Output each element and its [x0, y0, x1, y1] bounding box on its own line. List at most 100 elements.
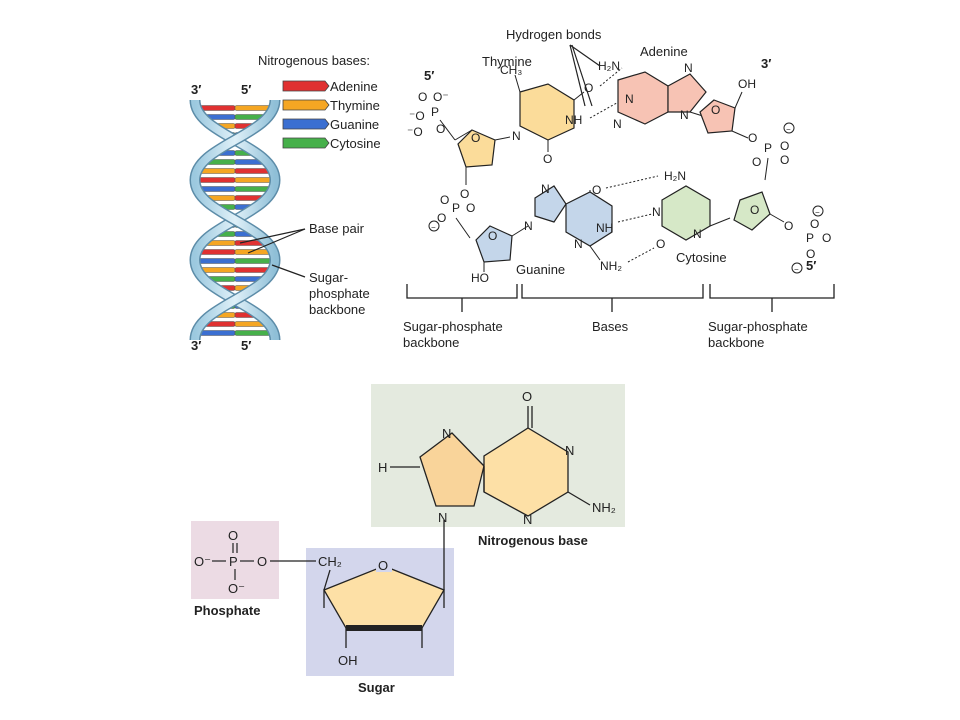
svg-text:H₂N: H₂N — [598, 59, 620, 73]
legend-label-adenine: Adenine — [330, 79, 378, 94]
svg-text:N: N — [565, 443, 574, 458]
svg-text:N: N — [438, 510, 447, 525]
svg-text:N: N — [574, 237, 583, 251]
legend-label-thymine: Thymine — [330, 98, 380, 113]
svg-text:O⁻: O⁻ — [194, 554, 211, 569]
guanine-base-structure: O N N N N H NH₂ — [378, 389, 616, 527]
svg-text:O: O — [752, 155, 761, 169]
svg-text:N: N — [523, 512, 532, 527]
brace-middle — [521, 284, 704, 312]
double-helix-panel: 3′ 5′ 3′ 5′ Nitrogenous bases: AdenineTh… — [189, 53, 381, 353]
svg-text:⁻O: ⁻O — [409, 109, 425, 123]
svg-text:−: − — [794, 265, 799, 274]
legend-title: Nitrogenous bases: — [258, 53, 370, 68]
svg-text:N: N — [541, 182, 550, 196]
svg-text:CH₂: CH₂ — [318, 554, 342, 569]
svg-text:O: O — [488, 229, 497, 243]
svg-text:O: O — [592, 183, 601, 197]
svg-text:⁻O: ⁻O — [407, 125, 423, 139]
brace-left-label: Sugar-phosphate backbone — [403, 319, 506, 350]
legend-swatch-thymine — [282, 99, 330, 111]
hbond-ta-2 — [589, 99, 623, 119]
strand-end-3-top: 3′ — [761, 56, 771, 71]
helix-end-top-right: 5′ — [241, 82, 251, 97]
hbond-ta-1 — [599, 67, 623, 87]
svg-text:HO: HO — [471, 271, 489, 285]
svg-text:O: O — [437, 211, 446, 225]
legend-swatch-cytosine — [282, 137, 330, 149]
svg-text:P: P — [452, 201, 460, 215]
brace-right-label: Sugar-phosphate backbone — [708, 319, 811, 350]
guanine-sugar — [475, 225, 513, 263]
base-pair-label: Base pair — [309, 221, 365, 236]
svg-text:O⁻: O⁻ — [228, 581, 245, 596]
helix-base-half — [234, 177, 276, 183]
svg-text:NH₂: NH₂ — [600, 259, 622, 273]
svg-text:O: O — [471, 131, 480, 145]
svg-text:NH₂: NH₂ — [592, 500, 616, 515]
phosphate-label: Phosphate — [194, 603, 260, 618]
svg-text:P: P — [806, 231, 814, 245]
helix-base-half — [194, 258, 236, 264]
svg-text:H₂N: H₂N — [664, 169, 686, 183]
svg-text:H: H — [378, 460, 387, 475]
nitrogenous-base-label: Nitrogenous base — [478, 533, 588, 548]
svg-text:O: O — [748, 131, 757, 145]
adenine-label: Adenine — [640, 44, 688, 59]
brace-right — [709, 284, 835, 312]
thymine-label: Thymine — [482, 54, 532, 69]
svg-text:NH: NH — [596, 221, 613, 235]
svg-text:O: O — [522, 389, 532, 404]
legend-swatch-guanine — [282, 118, 330, 130]
svg-text:O: O — [440, 193, 449, 207]
svg-text:−: − — [815, 208, 820, 217]
svg-text:N: N — [684, 61, 693, 75]
guanine-base-5ring — [534, 185, 567, 223]
svg-text:P: P — [229, 554, 238, 569]
legend-label-cytosine: Cytosine — [330, 136, 381, 151]
adenine-base-5ring — [667, 73, 707, 113]
svg-text:−: − — [431, 223, 436, 232]
adenine-nucleotide: H₂N N N N N O OH O P − O O O — [598, 59, 795, 181]
nucleotide-panel: O O⁻ P O O⁻ Phosphate CH₂ O OH — [191, 384, 625, 695]
svg-text:P: P — [764, 141, 772, 155]
cytosine-label: Cytosine — [676, 250, 727, 265]
svg-text:NH: NH — [565, 113, 582, 127]
svg-text:O: O — [750, 203, 759, 217]
helix-end-bottom-right: 5′ — [241, 338, 251, 353]
base-pair-pointer — [239, 228, 306, 244]
helix-end-bottom-left: 3′ — [191, 338, 201, 353]
hbond-gc-1 — [605, 175, 659, 189]
svg-text:N: N — [625, 92, 634, 106]
thymine-nucleotide: O O⁻ ⁻O P ⁻O O O O N NH O O CH₃ — [407, 63, 593, 201]
thymine-base — [519, 83, 575, 141]
svg-text:O: O — [257, 554, 267, 569]
svg-text:O: O — [780, 153, 789, 167]
cytosine-nucleotide: H₂N N N O O O O − P O O − — [652, 169, 831, 274]
svg-text:N: N — [680, 108, 689, 122]
sugar-label: Sugar — [358, 680, 395, 695]
svg-text:O: O — [806, 247, 815, 261]
brace-middle-label: Bases — [592, 319, 629, 334]
legend-label-guanine: Guanine — [330, 117, 379, 132]
helix-end-top-left: 3′ — [191, 82, 201, 97]
svg-text:O: O — [228, 528, 238, 543]
svg-text:OH: OH — [738, 77, 756, 91]
adenine-sugar — [699, 99, 736, 134]
svg-text:O: O — [822, 231, 831, 245]
svg-text:O: O — [584, 81, 593, 95]
svg-text:O: O — [436, 122, 445, 136]
svg-text:N: N — [693, 227, 702, 241]
svg-text:O: O — [656, 237, 665, 251]
legend-swatch-adenine — [282, 80, 330, 92]
svg-text:O: O — [784, 219, 793, 233]
strand-end-5-top: 5′ — [424, 68, 434, 83]
helix-backbone-label: Sugar- phosphate backbone — [309, 270, 373, 317]
guanine-base-6ring — [565, 191, 613, 247]
base-pairing-panel: Hydrogen bonds Thymine Adenine 5′ 3′ 5′ … — [403, 27, 835, 350]
svg-text:O: O — [810, 217, 819, 231]
guanine-nucleotide: O P O O − O HO N N N NH O NH₂ — [428, 182, 622, 285]
svg-text:N: N — [652, 205, 661, 219]
